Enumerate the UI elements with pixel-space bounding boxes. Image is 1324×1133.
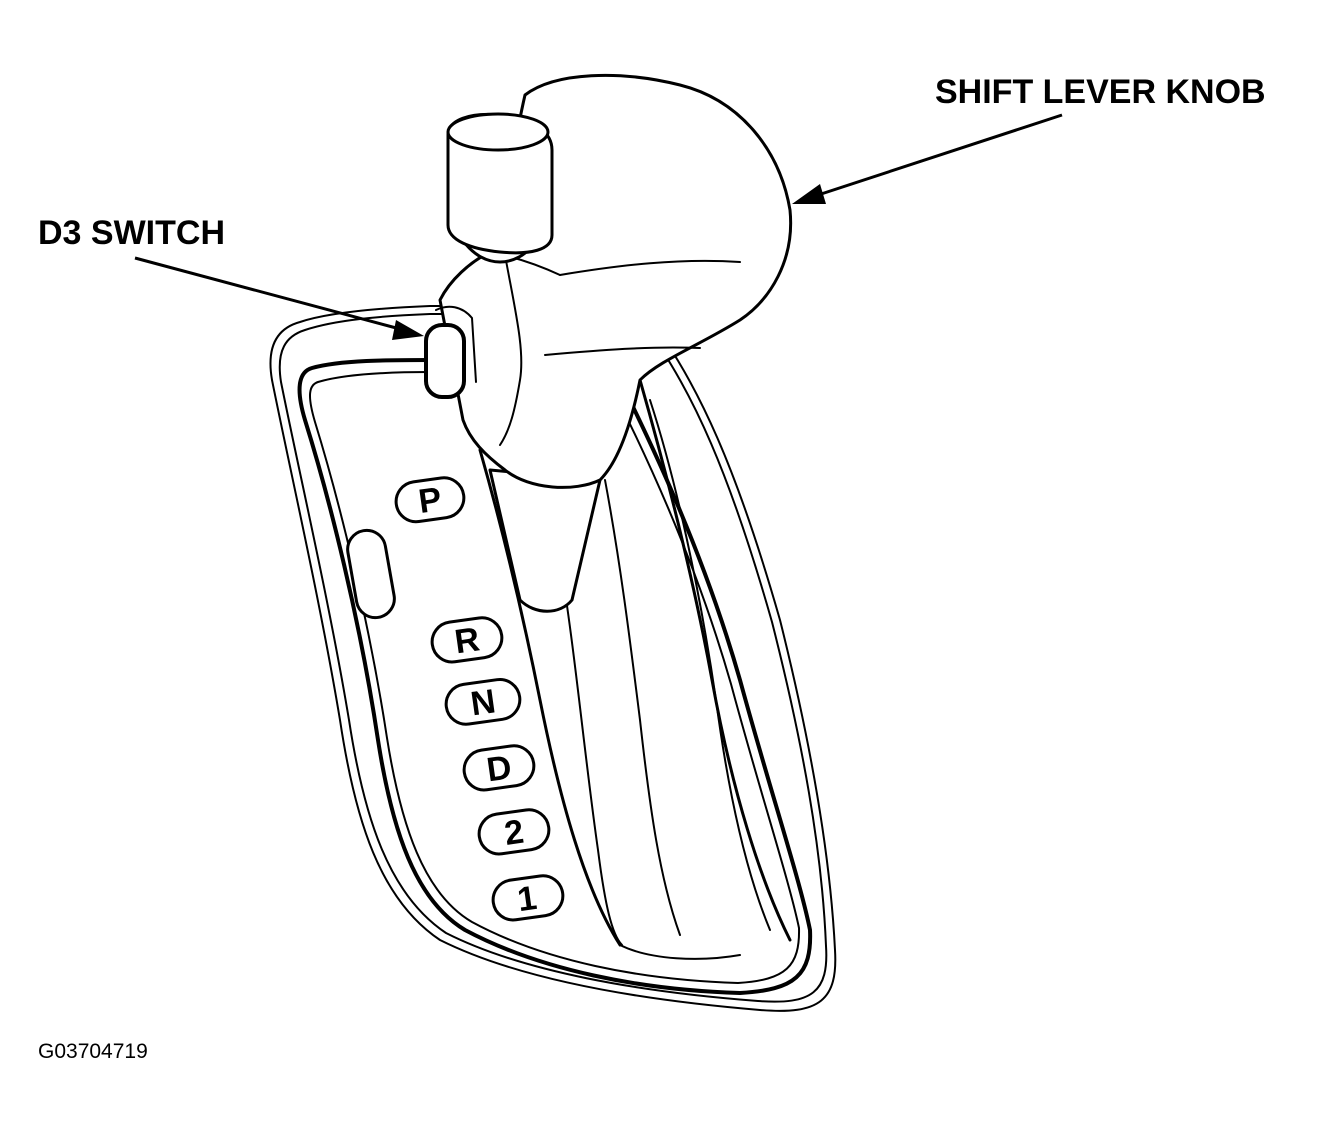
- gear-positions: P R N D 2 1: [394, 476, 565, 922]
- gear-label: R: [452, 620, 482, 661]
- release-button: [446, 112, 554, 264]
- gear-label: N: [468, 682, 498, 723]
- gear-label: D: [484, 748, 514, 789]
- gear-d: D: [462, 744, 536, 792]
- gear-label: P: [416, 480, 444, 521]
- lever-gate: [478, 378, 792, 960]
- d3-switch: [424, 305, 477, 399]
- figure-code: G03704719: [38, 1040, 148, 1063]
- lever-stem: [488, 468, 602, 613]
- gear-1: 1: [491, 874, 565, 922]
- gear-n: N: [444, 677, 522, 726]
- arrowhead-icon: [392, 320, 424, 340]
- console-bezel: [269, 305, 837, 1012]
- d3-switch-label: D3 SWITCH: [38, 214, 225, 252]
- d3-switch-callout: D3 SWITCH: [38, 214, 424, 340]
- gear-r: R: [430, 616, 504, 664]
- shift-lever-knob-label: SHIFT LEVER KNOB: [935, 73, 1266, 111]
- gear-2: 2: [477, 808, 551, 856]
- shift-lever-knob-callout: SHIFT LEVER KNOB: [792, 73, 1266, 204]
- indicator-slot: [346, 528, 396, 620]
- arrowhead-icon: [792, 184, 826, 204]
- gear-p: P: [394, 476, 466, 524]
